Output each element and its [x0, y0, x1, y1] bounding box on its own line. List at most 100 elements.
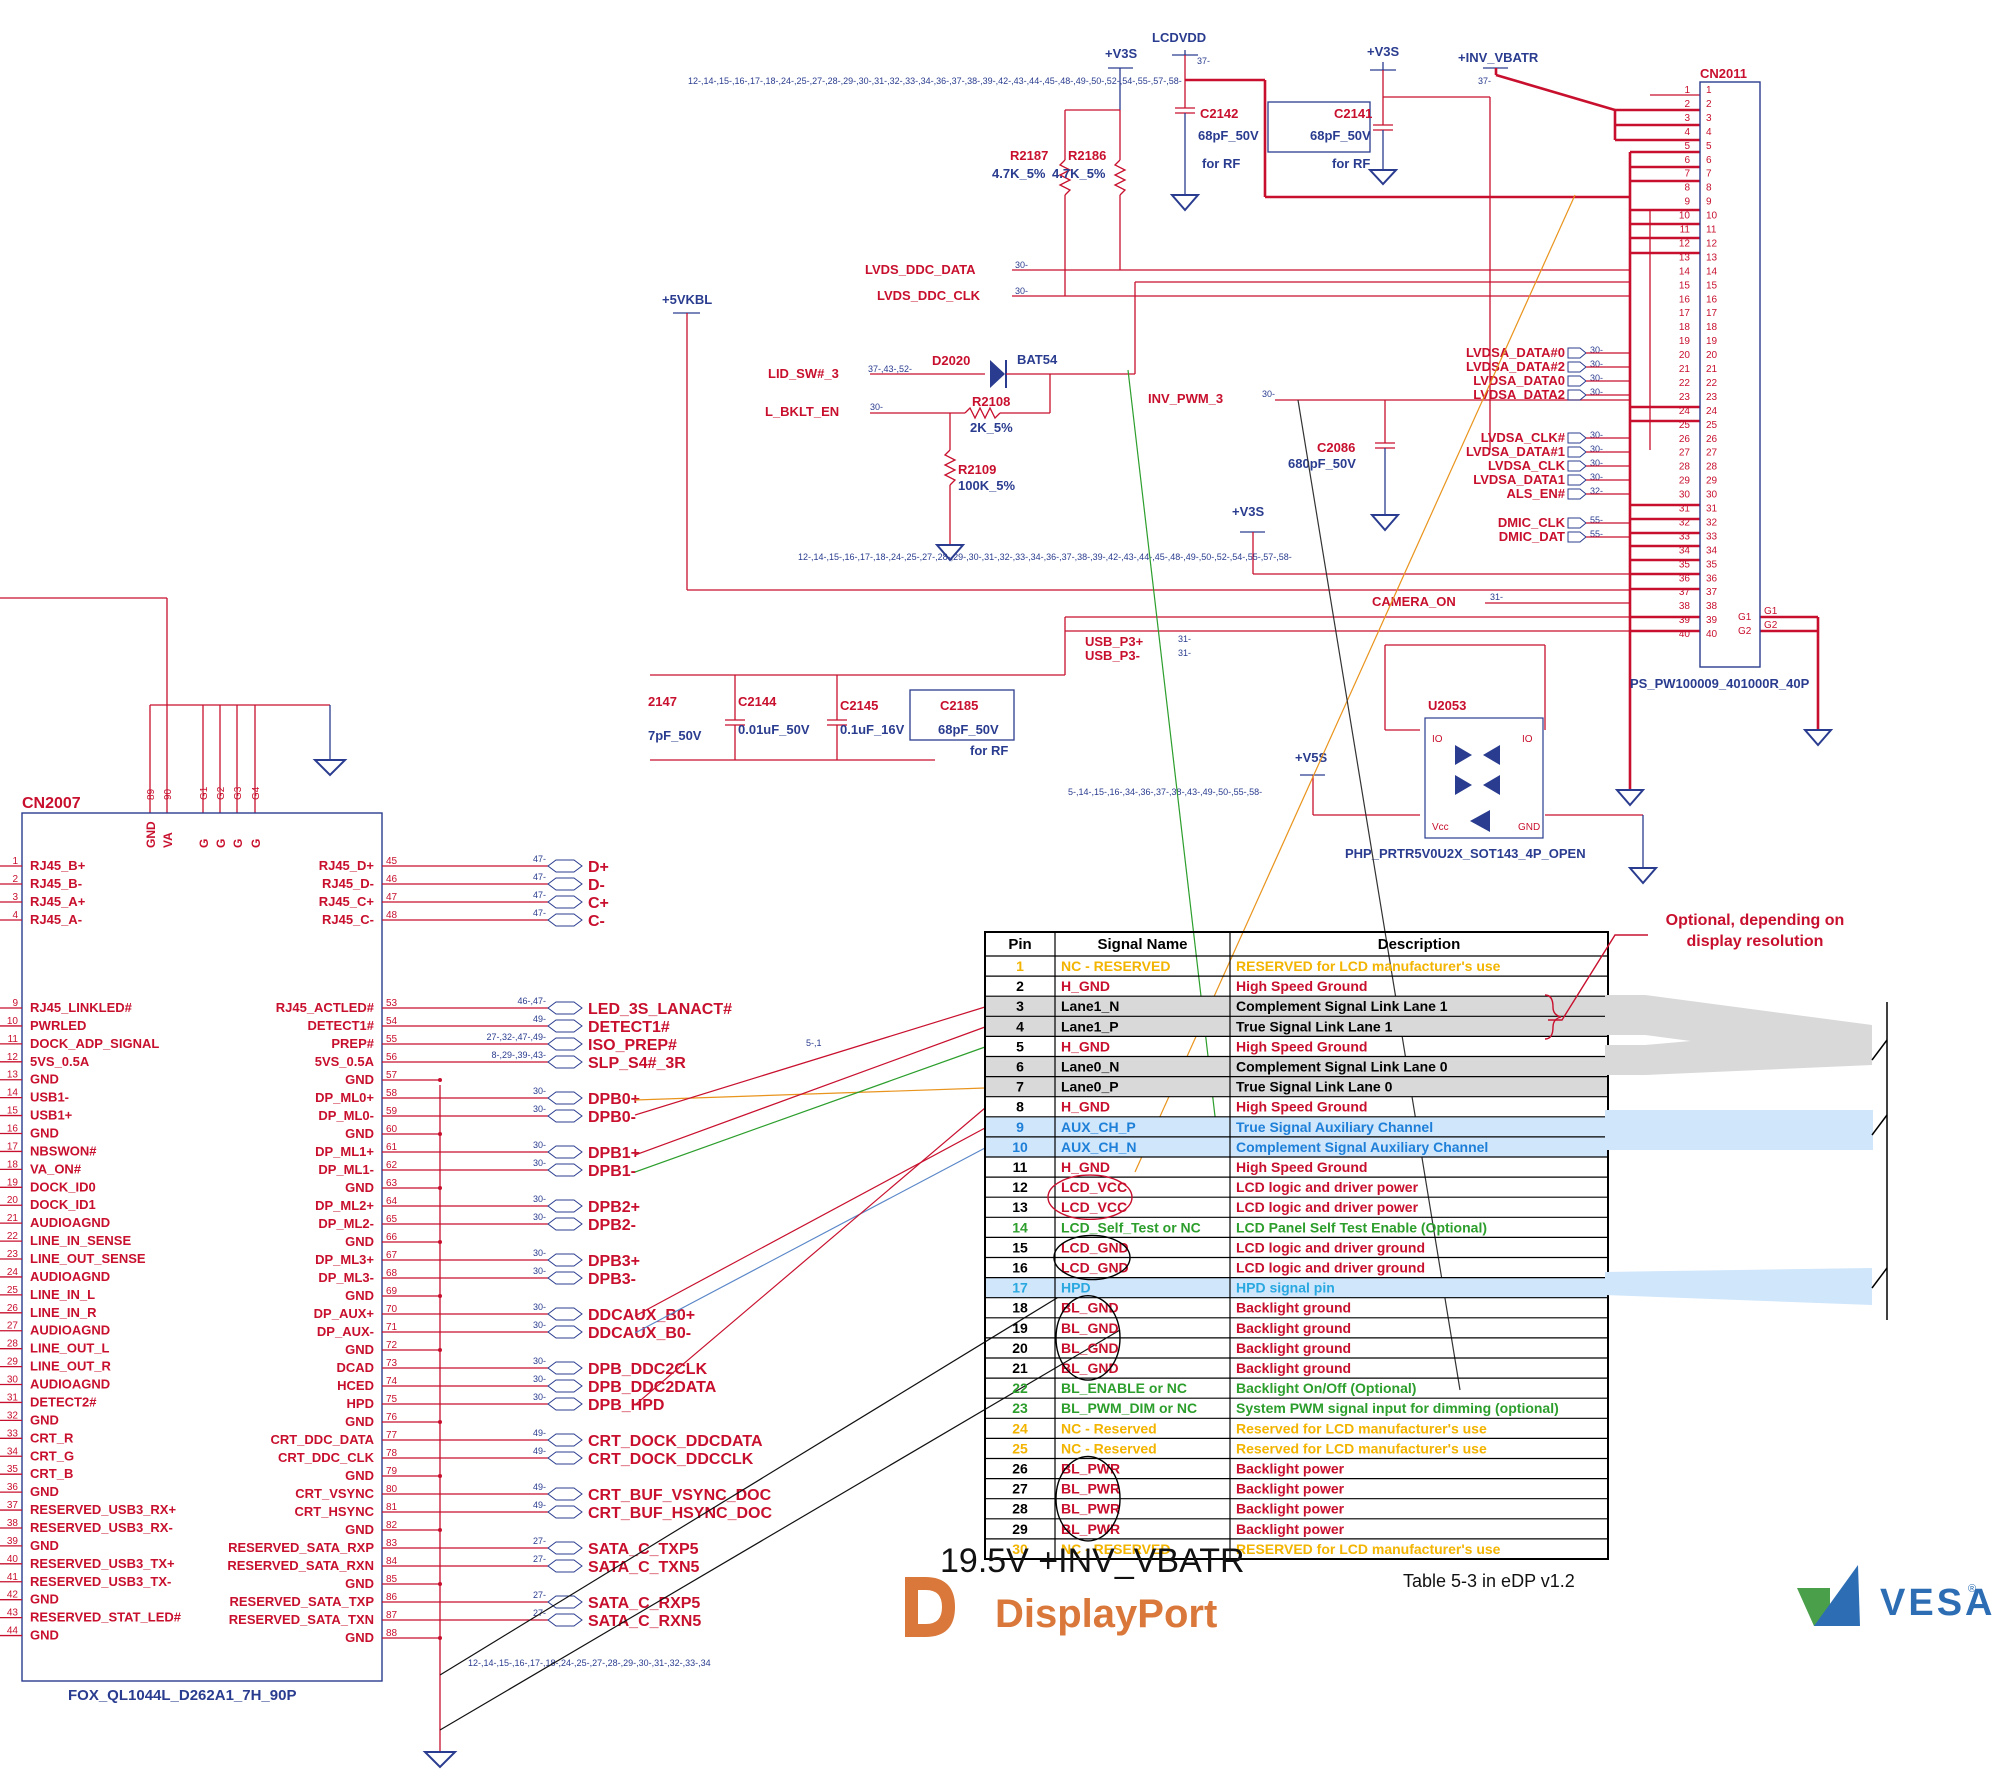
cn2007-right-net-label: DPB3+ — [588, 1253, 640, 1270]
displayport-wordmark: DisplayPort — [995, 1592, 1217, 1636]
table-cell-signal: NC - Reserved — [1061, 1420, 1157, 1436]
junction-dot — [438, 1528, 442, 1532]
table-cell-description: High Speed Ground — [1236, 978, 1367, 994]
cn2011-pin-left: 10 — [1679, 211, 1691, 222]
cn2007-right-pin-num: 69 — [386, 1286, 398, 1297]
cn2011-pin-right: 37 — [1706, 587, 1718, 598]
cn2007-right-pin-name: DP_ML1+ — [315, 1144, 374, 1159]
cn2007-right-pin-name: RJ45_C+ — [319, 894, 375, 909]
cn2011-pin-right: 21 — [1706, 364, 1718, 375]
junction-dot — [438, 1132, 442, 1136]
cn2011-pin-left: 5 — [1684, 141, 1690, 152]
cn2011-pin-right: 38 — [1706, 601, 1718, 612]
bidir-connector-icon — [547, 1199, 583, 1213]
rail-inv-vbatr: +INV_VBATR — [1458, 50, 1539, 65]
u2053-io1: IO — [1432, 734, 1443, 745]
table-caption: Table 5-3 in eDP v1.2 — [1403, 1571, 1575, 1591]
cn2007-left-pin-name: GND — [30, 1126, 59, 1141]
cn2007-right-pin-name: PREP# — [331, 1036, 374, 1051]
cn2011-pin-right: 12 — [1706, 238, 1718, 249]
r2108-value: 2K_5% — [970, 420, 1013, 435]
cn2007-right-pin-num: 81 — [386, 1502, 398, 1513]
cn2011-pin-left: 36 — [1679, 573, 1691, 584]
cn2011-pin-right: 15 — [1706, 280, 1718, 291]
cn2007-right-net-ref: 49- — [533, 1500, 546, 1510]
table-cell-description: Backlight power — [1236, 1481, 1345, 1497]
cn2007-left-pin-name: DOCK_ADP_SIGNAL — [30, 1036, 159, 1051]
bidir-connector-icon — [547, 1451, 583, 1465]
cn2007-right-net-ref: 30- — [533, 1266, 546, 1276]
junction-dot — [438, 1078, 442, 1082]
cn2007-top-pin-name: GND — [144, 821, 158, 848]
table-cell-pin: 22 — [1012, 1380, 1028, 1396]
cn2007-right-net-label: C+ — [588, 895, 609, 912]
table-cell-signal: BL_GND — [1061, 1320, 1119, 1336]
cn2011-pin-left: 27 — [1679, 448, 1691, 459]
cn2011-pin-right: 11 — [1706, 225, 1717, 236]
cn2007-right-pin-num: 57 — [386, 1070, 398, 1081]
table-cell-pin: 12 — [1012, 1179, 1028, 1195]
rail-vbatr-ref: 37- — [1478, 76, 1491, 86]
cn2007-right-pin-num: 62 — [386, 1160, 398, 1171]
cn2007-right-pin-name: DP_AUX- — [317, 1324, 374, 1339]
offpage-connector-icon — [1567, 488, 1587, 500]
cn2011-pin-left: 40 — [1679, 629, 1691, 640]
cn2007-right-net-ref: 30- — [533, 1194, 546, 1204]
cn2011-pin-left: 11 — [1680, 225, 1691, 236]
cn2007-right-net-ref: 27- — [533, 1590, 546, 1600]
table-cell-description: RESERVED for LCD manufacturer's use — [1236, 958, 1501, 974]
table-cell-signal: LCD_GND — [1061, 1239, 1129, 1255]
ref-mid: 5-,1 — [806, 1038, 822, 1048]
cn2007-left-pin-num: 42 — [7, 1590, 19, 1601]
annotation-line-1: Optional, depending on — [1666, 912, 1845, 929]
cn2007-connector: CN2007 FOX_QL1044L_D262A1_7H_90P 89GND90… — [0, 786, 772, 1704]
cn2007-right-net-label: SATA_C_TXP5 — [588, 1541, 699, 1558]
table-cell-pin: 23 — [1012, 1400, 1028, 1416]
cn2007-left-pin-num: 21 — [7, 1213, 19, 1224]
table-cell-pin: 26 — [1012, 1461, 1028, 1477]
cn2007-left-pin-num: 22 — [7, 1231, 19, 1242]
cn2007-right-net-ref: 30- — [533, 1212, 546, 1222]
table-header-pin: Pin — [1008, 936, 1031, 953]
cn2007-right-pin-num: 54 — [386, 1016, 398, 1027]
cn2011-pin-left: 14 — [1679, 266, 1691, 277]
table-cell-description: High Speed Ground — [1236, 1159, 1367, 1175]
table-cell-description: High Speed Ground — [1236, 1038, 1367, 1054]
cn2011-pin-left: 24 — [1679, 406, 1691, 417]
cn2007-right-pin-name: GND — [345, 1234, 374, 1249]
table-cell-description: LCD logic and driver power — [1236, 1179, 1419, 1195]
net-usb-p3p-ref: 31- — [1178, 634, 1191, 644]
cn2007-left-pin-name: RJ45_B+ — [30, 858, 86, 873]
cn2007-right-net-ref: 8-,29-,39-,43- — [491, 1050, 546, 1060]
cn2007-right-net-label: DPB0+ — [588, 1091, 640, 1108]
cn2007-left-pin-name: CRT_R — [30, 1430, 74, 1445]
cn2007-left-pin-num: 24 — [7, 1267, 19, 1278]
cn2011-pin-left: 31 — [1679, 504, 1691, 515]
cn2007-right-pin-name: RESERVED_SATA_RXP — [228, 1540, 374, 1555]
cn2007-top-pin-num: G3 — [233, 786, 244, 800]
cn2007-right-net-label: SATA_C_RXP5 — [588, 1595, 700, 1612]
table-cell-pin: 18 — [1012, 1300, 1028, 1316]
net-usb-p3p: USB_P3+ — [1085, 634, 1144, 649]
cn2011-pin-left: 12 — [1679, 238, 1691, 249]
table-cell-pin: 5 — [1016, 1038, 1024, 1054]
top-net-labels: LVDS_DDC_DATA 30- LVDS_DDC_CLK 30- LID_S… — [765, 260, 1503, 663]
cn2007-right-pin-num: 67 — [386, 1250, 398, 1261]
table-row-bg — [985, 1016, 1608, 1037]
table-row-bg — [985, 1076, 1608, 1097]
cn2007-left-pin-num: 9 — [12, 998, 18, 1009]
cn2011-pin-left: 17 — [1679, 308, 1691, 319]
c2086-name: C2086 — [1317, 440, 1355, 455]
table-cell-pin: 20 — [1012, 1340, 1028, 1356]
cn2011-pin-left: 29 — [1679, 476, 1691, 487]
cn2011-pin-right: 40 — [1706, 629, 1718, 640]
cn2007-right-pin-name: CRT_VSYNC — [295, 1486, 374, 1501]
r2108-name: R2108 — [972, 394, 1010, 409]
cn2007-right-net-label: SATA_C_RXN5 — [588, 1613, 701, 1630]
cn2011-pin-right: 34 — [1706, 545, 1718, 556]
cn2011-pin-right: 22 — [1706, 378, 1718, 389]
cn2007-top-pin-num: G1 — [199, 786, 210, 800]
table-cell-pin: 8 — [1016, 1099, 1024, 1115]
cn2011-pin-left: 15 — [1679, 280, 1691, 291]
